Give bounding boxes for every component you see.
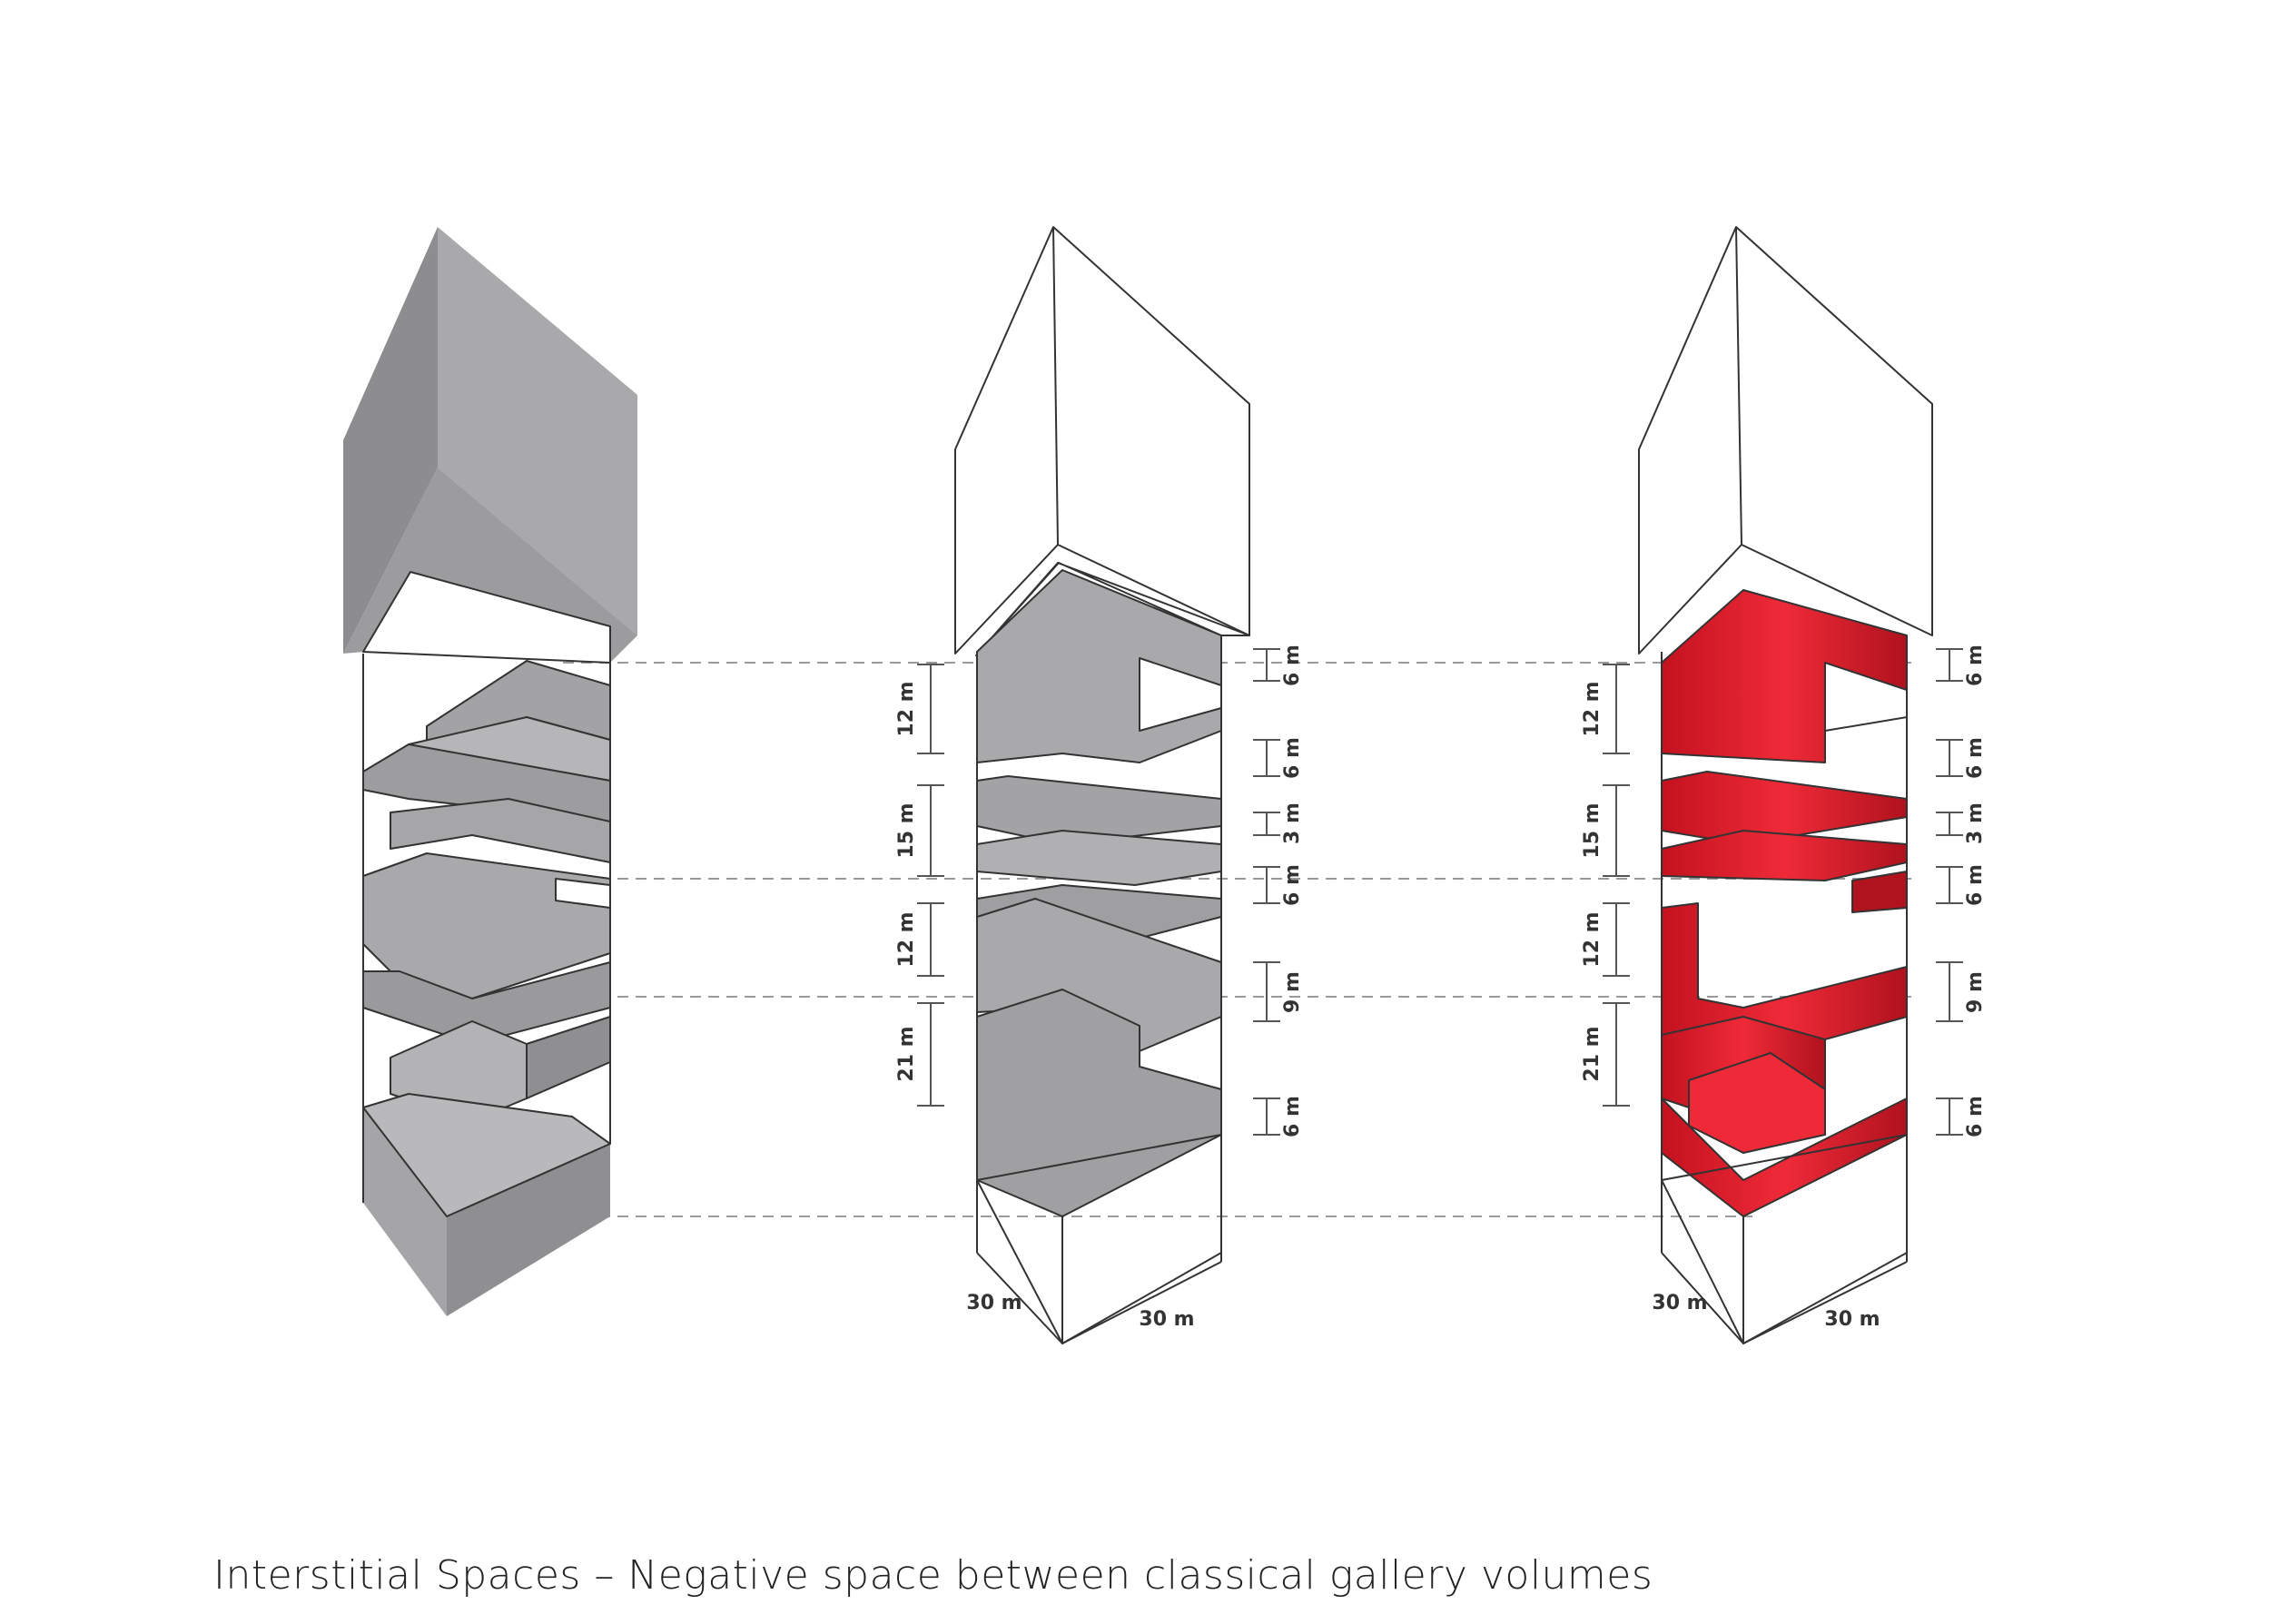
dim-label-21m: 21 m: [1581, 1026, 1604, 1081]
dim-label-21m: 21 m: [895, 1026, 918, 1081]
dim-label-3m: 3 m: [1964, 802, 1987, 844]
top-volume-outline: [1638, 226, 1933, 655]
dimensions-right: [1603, 648, 1963, 1136]
dimension-labels-right: 12 m 15 m 12 m 21 m 6 m 6 m 3 m 6 m 9 m …: [1581, 645, 1987, 1331]
solid-massing-model: [343, 227, 637, 1316]
bottom-volume-left-face: [363, 1107, 447, 1316]
dim-label-6m-4: 6 m: [1281, 1096, 1304, 1137]
gallery-volumes-model: [954, 226, 1250, 1344]
gallery-band-3: [976, 830, 1222, 886]
interstitial-band-3: [1661, 830, 1908, 881]
top-volume-edge: [1052, 226, 1059, 546]
dimension-labels-middle: 12 m 15 m 12 m 21 m 6 m 6 m 3 m 6 m 9 m …: [895, 645, 1304, 1331]
dim-label-base-width: 30 m: [1139, 1308, 1194, 1331]
dim-label-12m-upper: 12 m: [1581, 681, 1604, 736]
interstitial-notch-right: [1851, 871, 1908, 913]
dim-label-base-width: 30 m: [1824, 1308, 1880, 1331]
figure-caption: Interstitial Spaces – Negative space bet…: [213, 1552, 1653, 1599]
dim-label-3m: 3 m: [1281, 802, 1304, 844]
base-bottom-outline: [1661, 1252, 1908, 1344]
dim-label-6m-1: 6 m: [1964, 645, 1987, 686]
dim-label-6m-2: 6 m: [1964, 737, 1987, 779]
dim-label-6m-2: 6 m: [1281, 737, 1304, 779]
top-volume-left-face: [438, 227, 637, 635]
top-opening-outline: [975, 562, 1250, 656]
dim-label-6m-3: 6 m: [1281, 864, 1304, 906]
dim-label-base-depth: 30 m: [1652, 1292, 1707, 1314]
dim-label-6m-3: 6 m: [1964, 864, 1987, 906]
dim-label-15m: 15 m: [1581, 802, 1604, 858]
dim-label-12m-upper: 12 m: [895, 681, 918, 736]
bottom-volume-right-face: [447, 1144, 610, 1316]
bottom-volume-top: [362, 1093, 611, 1217]
dim-label-6m-1: 6 m: [1281, 645, 1304, 686]
dim-label-9m: 9 m: [1281, 971, 1304, 1013]
dim-label-15m: 15 m: [895, 802, 918, 858]
dim-label-base-depth: 30 m: [966, 1292, 1022, 1314]
dim-label-6m-4: 6 m: [1964, 1096, 1987, 1137]
base-bottom-outline: [976, 1252, 1222, 1344]
dim-label-12m-lower: 12 m: [1581, 911, 1604, 967]
central-block-front: [362, 852, 611, 999]
interstitial-spaces-model: [1638, 226, 1933, 1344]
dimensions-middle: [917, 648, 1280, 1136]
top-volume-edge: [1735, 226, 1742, 546]
top-opening: [362, 571, 611, 664]
top-volume-right-face: [343, 227, 438, 654]
guide-lines: [508, 662, 1911, 1217]
dim-label-12m-lower: 12 m: [895, 911, 918, 967]
lower-band-block-side: [526, 1016, 611, 1099]
dim-label-9m: 9 m: [1964, 971, 1987, 1013]
interstitial-top: [1661, 589, 1908, 763]
